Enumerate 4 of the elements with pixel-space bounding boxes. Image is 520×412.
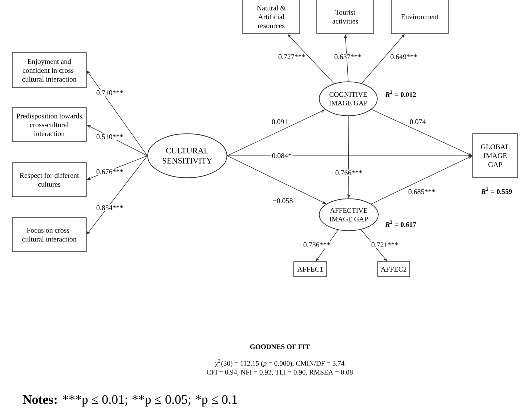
notes-text: **p ≤ 0.05;	[132, 395, 191, 407]
ellipse-node: CULTURAL SENSITIVITY	[148, 134, 228, 178]
notes-text: Notes: ***p ≤ 0.01;	[22, 395, 128, 407]
notes-text: *p ≤ 0.1	[196, 395, 238, 407]
